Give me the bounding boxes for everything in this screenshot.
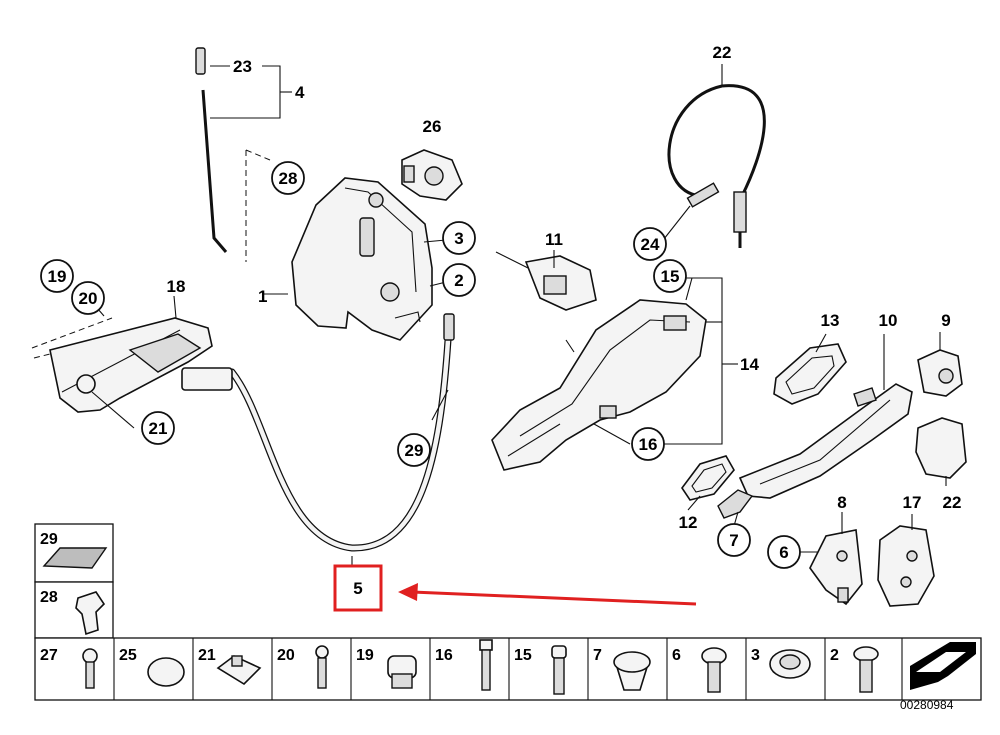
callout-14: 14 [740,355,759,374]
callout-4: 4 [295,83,305,102]
svg-text:25: 25 [119,647,137,664]
callout-13: 13 [821,311,840,330]
svg-text:26: 26 [423,117,442,136]
svg-text:16: 16 [639,435,658,454]
svg-text:1: 1 [258,287,267,306]
svg-text:14: 14 [740,355,759,374]
part-7-clip [717,489,754,519]
cap-22 [915,417,967,479]
callout-11: 11 [545,230,563,249]
svg-text:15: 15 [661,267,680,286]
callout-25: 24 [633,227,667,261]
svg-text:20: 20 [79,289,98,308]
svg-text:20: 20 [277,647,295,664]
svg-text:5: 5 [353,579,362,598]
svg-text:3: 3 [454,229,463,248]
svg-text:16: 16 [435,647,453,664]
svg-text:28: 28 [279,169,298,188]
cap-9 [917,349,963,397]
svg-text:19: 19 [48,267,67,286]
svg-text:9: 9 [941,311,950,330]
svg-text:11: 11 [545,230,563,249]
callout-23: 22 [713,43,732,62]
svg-text:29: 29 [40,531,58,548]
inner-handle [31,317,213,413]
document-number: 00280984 [900,698,954,712]
callout-28: 28 [271,161,305,195]
svg-text:2: 2 [830,647,839,664]
callout-15: 15 [653,259,687,293]
svg-text:7: 7 [593,647,602,664]
callout-21: 21 [141,411,175,445]
outer-handle [738,383,913,499]
svg-text:29: 29 [405,441,424,460]
leader-lines [77,64,947,566]
lock-rod-group [195,47,292,253]
svg-text:23: 23 [233,57,252,76]
svg-text:10: 10 [879,311,898,330]
bowden-cable [181,313,455,552]
svg-text:7: 7 [729,531,738,550]
callout-20: 20 [71,281,105,315]
bottom-legend: 27 25 21 20 19 16 15 7 6 3 2 [34,637,982,701]
handle-carrier [491,299,707,471]
svg-text:6: 6 [779,543,788,562]
svg-text:4: 4 [295,83,305,102]
side-legend: 29 28 [34,523,114,639]
svg-text:18: 18 [167,277,186,296]
callout-16: 16 [631,427,665,461]
svg-text:24: 24 [641,235,660,254]
part-26-bracket [401,149,463,201]
callout-8: 8 [837,493,846,512]
callout-22: 2222 [943,493,962,512]
callout-9: 9 [941,311,950,330]
svg-text:2: 2 [454,271,463,290]
callout-29: 29 [397,433,431,467]
striker-8 [809,529,863,606]
gasket-13 [773,343,847,405]
callout-2: 2 [442,263,476,297]
svg-text:12: 12 [679,513,698,532]
callout-12: 12 [679,513,698,532]
svg-text:21: 21 [149,419,168,438]
svg-text:21: 21 [198,647,216,664]
callout-19: 19 [40,259,74,293]
svg-text:13: 13 [821,311,840,330]
callout-1: 1 [258,287,267,306]
callout-3: 3 [442,221,476,255]
svg-text:8: 8 [837,493,846,512]
svg-text:28: 28 [40,589,58,606]
red-arrow [398,583,697,606]
door-lock-assembly [245,149,433,341]
callout-7: 7 [717,523,751,557]
gasket-12 [681,455,735,501]
callout-6: 6 [767,535,801,569]
callout-24: 23 [233,57,252,76]
plate-17 [877,525,935,607]
callout-10: 10 [879,311,898,330]
callout-26: 26 [423,117,442,136]
part-11-switch [495,251,597,311]
callout-17: 17 [903,493,922,512]
svg-text:27: 27 [40,647,58,664]
callout-18: 18 [167,277,186,296]
svg-text:15: 15 [514,647,532,664]
cable-23 [667,84,766,248]
svg-text:6: 6 [672,647,681,664]
highlighted-callout-5: 5 [333,564,383,612]
svg-text:19: 19 [356,647,374,664]
svg-text:22: 22 [713,43,732,62]
svg-text:22: 22 [943,493,962,512]
svg-text:3: 3 [751,647,760,664]
svg-text:17: 17 [903,493,922,512]
